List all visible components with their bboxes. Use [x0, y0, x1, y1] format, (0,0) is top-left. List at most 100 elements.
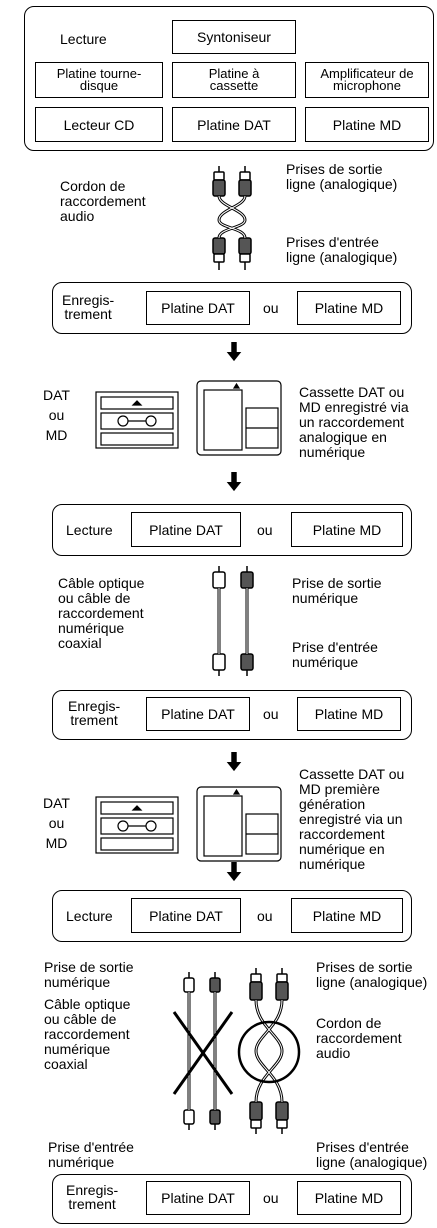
cable-optique-label: Câble optique ou câble de raccordement n…: [58, 576, 144, 651]
rca-cable-icon: [212, 166, 252, 270]
platine-dat-label-top: Platine DAT: [197, 116, 271, 133]
sortie-num-line1: Prise de sortie: [292, 575, 382, 591]
cordon-audio-label: Cordon de raccordement audio: [60, 179, 146, 224]
sortie-num-line2: numérique: [292, 590, 359, 606]
dat-cassette-icon: [95, 391, 179, 449]
enregistrement-label-3: Enregis- trement: [66, 1183, 118, 1211]
rca-cable-circled-icon: [237, 968, 301, 1134]
enreg2-line1: Enregis-: [68, 698, 121, 714]
md2-label: Platine MD: [312, 521, 382, 538]
ampli-line2: microphone: [333, 78, 401, 93]
platine-cassette-box: Platine à cassette: [172, 62, 296, 98]
datmd1-line3: MD: [45, 427, 68, 443]
platine-dat-box-2: Platine DAT: [131, 512, 241, 547]
ou-label-5: ou: [263, 1190, 279, 1206]
b-cordon-line1: Cordon de: [316, 1015, 382, 1031]
cordon-line1: Cordon de: [60, 178, 126, 194]
b-sortie-ligne-line2: ligne (analogique): [316, 974, 428, 990]
lecture-label-1: Lecture: [66, 522, 113, 538]
note1-line2: MD enregistré via: [299, 399, 409, 415]
sortie-analog-line1: Prises de sortie: [286, 161, 383, 177]
syntoniseur-label: Syntoniseur: [197, 29, 271, 45]
md3-label: Platine MD: [314, 706, 384, 722]
cassette-first-gen-note: Cassette DAT ou MD première génération e…: [299, 767, 404, 872]
optique-line1: Câble optique: [58, 575, 145, 591]
optique-line5: coaxial: [58, 635, 102, 651]
dat-ou-md-label-2: DAT ou MD: [43, 793, 70, 853]
platine-md-label-top: Platine MD: [332, 116, 402, 133]
enregistrement-row-1: [52, 282, 412, 334]
enregistrement-row-2: [52, 690, 412, 740]
enregistrement-label-1: Enregis- trement: [62, 293, 114, 321]
lecture-label-2: Lecture: [66, 908, 113, 924]
prise-sortie-num-label: Prise de sortie numérique: [292, 576, 381, 606]
platine-md-box-2: Platine MD: [291, 512, 403, 547]
bottom-prise-sortie-num: Prise de sortie numérique: [44, 960, 133, 990]
b-cordon-line3: audio: [316, 1045, 351, 1061]
note2-line5: raccordement: [299, 826, 385, 842]
entree-analog-line2: ligne (analogique): [286, 249, 398, 265]
dat1-label: Platine DAT: [161, 300, 235, 316]
entree-num-line2: numérique: [292, 654, 359, 670]
prise-entree-num-label: Prise d'entrée numérique: [292, 640, 378, 670]
lecteur-cd-box: Lecteur CD: [35, 107, 163, 142]
b-cordon-line2: raccordement: [316, 1030, 402, 1046]
lecteur-cd-label: Lecteur CD: [63, 116, 135, 133]
md-disc-icon: [196, 380, 282, 456]
dat2-label: Platine DAT: [149, 521, 223, 538]
down-arrow-icon: [226, 472, 242, 492]
note2-line4: enregistré via un: [299, 811, 403, 827]
md1-label: Platine MD: [314, 300, 384, 316]
ou-label-4: ou: [257, 908, 273, 924]
ampli-line1: Amplificateur de: [320, 66, 414, 81]
note2-line2: MD première: [299, 781, 380, 797]
down-arrow-icon: [226, 752, 242, 772]
platine-md-box-1: Platine MD: [297, 291, 401, 325]
b-sortie-ligne-line1: Prises de sortie: [316, 959, 413, 975]
b-sortie-num-line2: numérique: [44, 974, 111, 990]
entree-num-line1: Prise d'entrée: [292, 639, 378, 655]
datmd2-line2: ou: [48, 815, 65, 831]
dat-ou-md-label-1: DAT ou MD: [43, 385, 70, 445]
optique-line3: raccordement: [58, 605, 144, 621]
enregistrement-row-3: [52, 1174, 412, 1224]
enreg3-line1: Enregis-: [66, 1182, 119, 1198]
cordon-line3: audio: [60, 208, 95, 224]
datmd1-line2: ou: [48, 407, 65, 423]
optical-cable-crossed-icon: [172, 972, 234, 1130]
b-optique-line1: Câble optique: [44, 996, 131, 1012]
source-panel: [24, 6, 434, 151]
b-entree-ligne-line2: ligne (analogique): [316, 1154, 428, 1170]
tourne-disque-line1: Platine tourne-: [56, 66, 142, 81]
enreg3-line2: trement: [68, 1196, 116, 1212]
platine-dat-box-4: Platine DAT: [131, 898, 241, 933]
platine-tourne-disque-box: Platine tourne- disque: [35, 62, 163, 98]
bottom-prises-sortie-ligne: Prises de sortie ligne (analogique): [316, 960, 427, 990]
dat4-label: Platine DAT: [149, 907, 223, 924]
ou-label-3: ou: [263, 706, 279, 722]
lecture-row-2: [52, 890, 412, 942]
note1-line3: un raccordement: [299, 414, 405, 430]
note1-line5: numérique: [299, 444, 366, 460]
enreg1-line1: Enregis-: [62, 292, 115, 308]
sortie-analog-line2: ligne (analogique): [286, 176, 398, 192]
platine-dat-box-1: Platine DAT: [146, 291, 250, 325]
syntoniseur-box: Syntoniseur: [172, 20, 296, 54]
b-entree-num-line2: numérique: [48, 1154, 115, 1170]
datmd2-line1: DAT: [43, 795, 70, 811]
datmd1-line1: DAT: [43, 387, 70, 403]
dat5-label: Platine DAT: [161, 1190, 235, 1206]
b-sortie-num-line1: Prise de sortie: [44, 959, 134, 975]
bottom-prise-entree-num: Prise d'entrée numérique: [48, 1140, 134, 1170]
platine-md-box-4: Platine MD: [291, 898, 403, 933]
bottom-cable-optique: Câble optique ou câble de raccordement n…: [44, 997, 130, 1072]
platine-md-box-3: Platine MD: [297, 697, 401, 731]
lecture-row-1: [52, 504, 412, 556]
note1-line1: Cassette DAT ou: [299, 384, 405, 400]
platine-dat-box-3: Platine DAT: [146, 697, 250, 731]
down-arrow-icon: [226, 342, 242, 362]
bottom-cordon-audio: Cordon de raccordement audio: [316, 1016, 402, 1061]
cordon-line2: raccordement: [60, 193, 146, 209]
source-lecture-label: Lecture: [60, 31, 107, 47]
b-entree-ligne-line1: Prises d'entrée: [316, 1139, 409, 1155]
